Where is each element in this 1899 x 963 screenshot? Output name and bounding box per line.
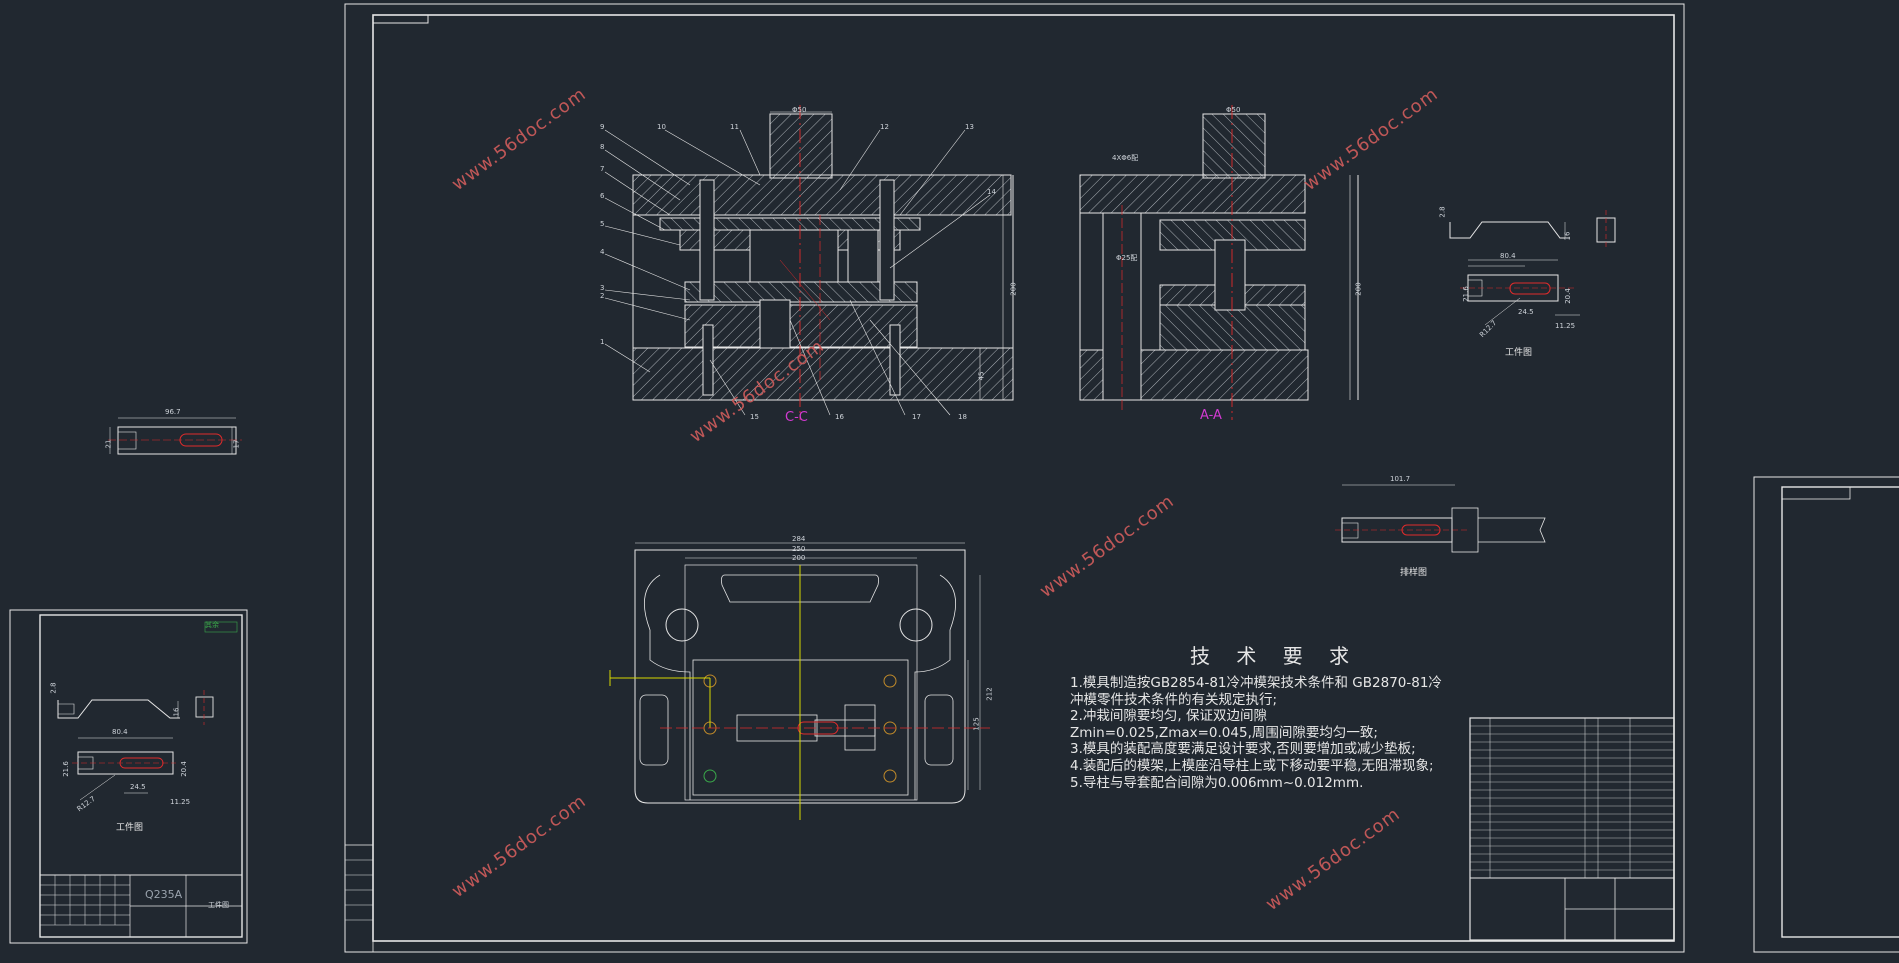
dim-label: 4XΦ6配 xyxy=(1112,154,1139,162)
dim-label: 21.6 xyxy=(1461,286,1470,302)
dim-label: 101.7 xyxy=(1390,475,1411,483)
part-number: 14 xyxy=(987,188,996,196)
plan-axes xyxy=(609,565,990,820)
dim-label: Φ25配 xyxy=(1116,254,1138,262)
part-number: 13 xyxy=(965,123,974,131)
tech-line-7: 5.导柱与导套配合间隙为0.006mm~0.012mm. xyxy=(1070,774,1364,791)
part-number: 5 xyxy=(600,220,605,228)
section-label-aa: A-A xyxy=(1200,408,1222,423)
front-centerlines xyxy=(779,105,831,420)
part-number: 1 xyxy=(600,338,605,346)
part-number: 6 xyxy=(600,192,605,200)
front-leaders xyxy=(604,111,1004,416)
dim-label: Φ50 xyxy=(1226,106,1241,114)
material-label: Q235A xyxy=(145,888,183,901)
part-number: 8 xyxy=(600,143,605,151)
part-number: 7 xyxy=(600,165,605,173)
corner-note: 其余 xyxy=(205,621,219,629)
dim-label: 45 xyxy=(977,371,986,381)
part-number: 11 xyxy=(730,123,739,131)
part-number: 17 xyxy=(912,413,921,421)
dim-label: 80.4 xyxy=(112,728,128,736)
dim-label: 24.5 xyxy=(130,783,146,791)
scrap-layout xyxy=(1335,484,1546,553)
dim-label: 11.25 xyxy=(1555,322,1576,330)
part-number: 18 xyxy=(958,413,967,421)
dim-label: 21 xyxy=(104,439,113,449)
dim-label: 16 xyxy=(172,707,181,717)
dim-label: 2.8 xyxy=(1438,206,1447,218)
dim-label: 2.8 xyxy=(49,682,58,694)
dim-label: 200 xyxy=(792,554,806,562)
title-block xyxy=(1469,717,1675,941)
part-number: 15 xyxy=(750,413,759,421)
dim-label: 20.4 xyxy=(1563,288,1572,304)
main-sheet xyxy=(344,3,1685,953)
front-section-view xyxy=(632,113,1014,401)
dim-label: 284 xyxy=(792,535,806,543)
tech-line-2: 冲模零件技术条件的有关规定执行; xyxy=(1070,691,1278,708)
dim-label: 21.6 xyxy=(61,761,70,777)
side-centerlines xyxy=(1121,105,1233,420)
tech-line-5: 3.模具的装配高度要满足设计要求,否则要增加或减少垫板; xyxy=(1070,741,1416,758)
dim-label: 96.7 xyxy=(165,408,181,416)
dim-label: 212 xyxy=(985,687,994,701)
part-number: 2 xyxy=(600,292,605,300)
dim-label: 125 xyxy=(972,717,981,731)
side-section-view xyxy=(1079,113,1359,401)
dim-label: 80.4 xyxy=(1500,252,1516,260)
tech-line-1: 1.模具制造按GB2854-81冷冲模架技术条件和 GB2870-81冷 xyxy=(1070,675,1442,691)
workpiece-sheet xyxy=(9,609,248,944)
plan-view xyxy=(634,542,981,804)
workpiece-label: 工件图 xyxy=(1505,348,1533,358)
part-number: 10 xyxy=(657,123,666,131)
part-number: 12 xyxy=(880,123,889,131)
dim-label: 200 xyxy=(1354,282,1363,296)
dim-label: 250 xyxy=(792,545,806,553)
dim-label: 200 xyxy=(1009,282,1018,296)
dim-label: Φ50 xyxy=(792,106,807,114)
tech-heading: 技 术 要 求 xyxy=(1190,644,1360,668)
next-sheet-partial xyxy=(1753,476,1899,953)
small-workpiece-label: 工件图 xyxy=(116,823,144,833)
dim-label: 16 xyxy=(1563,231,1572,241)
dim-label: 17 xyxy=(232,439,241,449)
tech-line-3: 2.冲栽间隙要均匀, 保证双边间隙 xyxy=(1070,708,1267,725)
section-label-cc: C-C xyxy=(785,410,808,425)
part-number: 9 xyxy=(600,123,605,131)
small-sheet-title: 工件图 xyxy=(208,901,229,909)
part-number: 16 xyxy=(835,413,844,421)
tech-line-4: Zmin=0.025,Zmax=0.045,周围间隙要均匀一致; xyxy=(1070,724,1378,741)
tech-line-6: 4.装配后的模架,上模座沿导柱上或下移动要平稳,无阻滞现象; xyxy=(1070,757,1434,774)
scrap-label: 排样图 xyxy=(1400,568,1428,578)
dim-label: 20.4 xyxy=(179,761,188,777)
part-number: 3 xyxy=(600,284,605,292)
technical-requirements: 技 术 要 求 1.模具制造按GB2854-81冷冲模架技术条件和 GB2870… xyxy=(1070,640,1490,791)
part-number: 4 xyxy=(600,248,605,256)
strip-layout-left xyxy=(108,417,242,455)
dim-label: 11.25 xyxy=(170,798,191,806)
dim-label: 24.5 xyxy=(1518,308,1534,316)
workpiece-drawing xyxy=(1449,210,1616,326)
